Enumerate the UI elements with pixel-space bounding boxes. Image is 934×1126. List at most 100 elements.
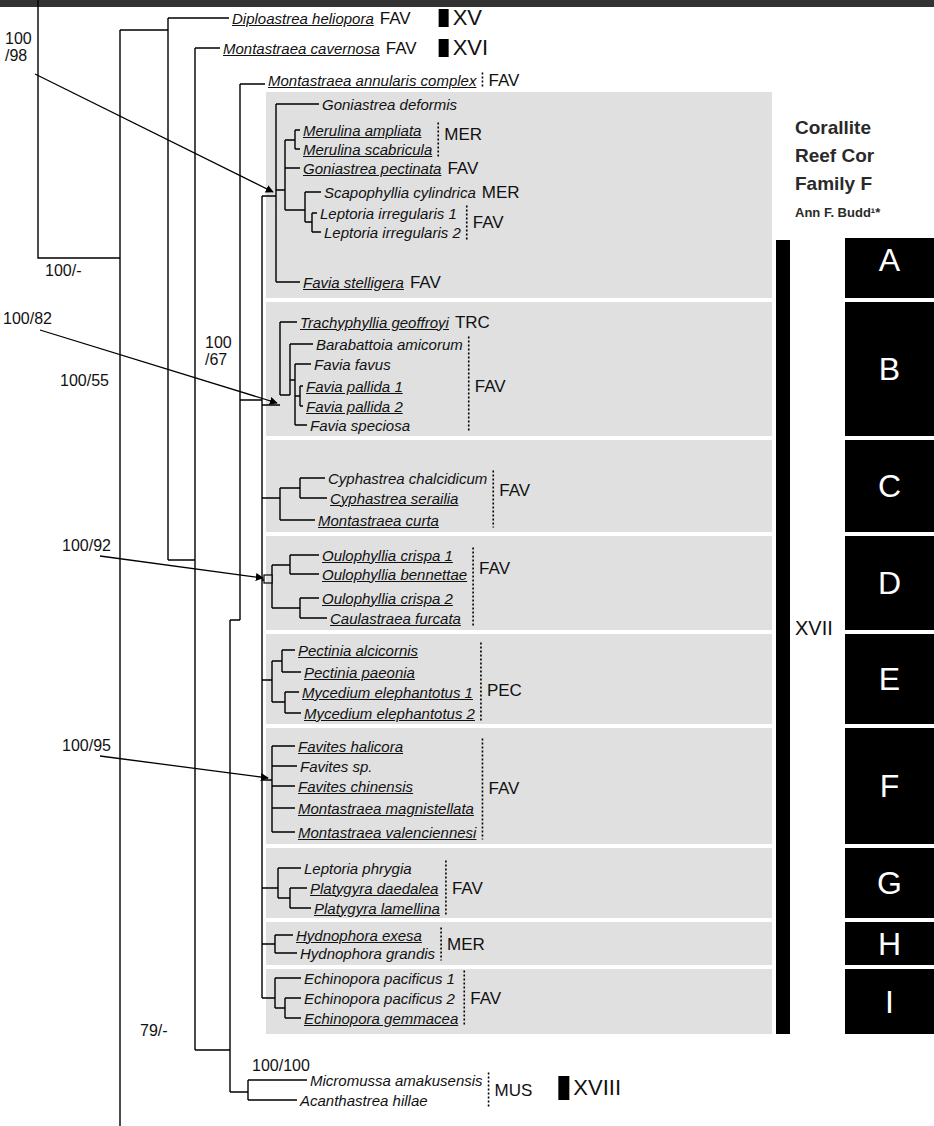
taxon-name: Goniastrea pectinata: [303, 160, 441, 177]
taxon-name: Echinopora pacificus 2: [304, 990, 455, 1007]
clade-band: Oulophyllia crispa 1 Oulophyllia bennetta…: [266, 536, 772, 630]
clade-square: [439, 39, 449, 57]
clade-letter: I: [885, 984, 894, 1020]
clade-letter-box: H: [845, 922, 934, 965]
family-code: FAV: [475, 378, 506, 395]
family-code: FAV: [380, 10, 411, 27]
taxon-name: Montastraea cavernosa: [223, 40, 380, 57]
title-fragment: Family F: [795, 173, 872, 195]
family-code: FAV: [499, 482, 530, 499]
family-code: FAV: [473, 214, 504, 231]
taxon-name: Caulastraea furcata: [330, 610, 461, 627]
clade-letter: C: [878, 468, 901, 504]
taxon-name: Favites sp.: [300, 758, 373, 775]
clade-letter-box: C: [845, 440, 934, 532]
clade-band: Hydnophora exesaMER Hydnophora grandis: [266, 922, 772, 965]
taxon-name: Cyphastrea chalcidicum: [328, 470, 487, 487]
family-code: MER: [444, 126, 482, 143]
clade-letter-box: F: [845, 728, 934, 844]
clade-band: Echinopora pacificus 1 Echinopora pacific…: [266, 969, 772, 1034]
clade-letter: A: [879, 242, 900, 278]
taxon-name: Cyphastrea serailia: [330, 490, 458, 507]
support-value: 100/100: [252, 1057, 310, 1074]
clade-numeral: XVIII: [573, 1076, 621, 1100]
support-arrows: [35, 74, 277, 778]
taxon-name: Montastraea curta: [318, 512, 439, 529]
taxon-name: Echinopora gemmacea: [304, 1010, 458, 1027]
taxon-name: Platygyra lamellina: [314, 900, 440, 917]
title-fragment: Corallite: [795, 117, 871, 139]
support-value: 100 /67: [205, 334, 239, 368]
clade-letter: E: [879, 661, 900, 697]
clade-numeral: XV: [453, 6, 482, 30]
family-code: FAV: [479, 560, 510, 577]
taxon-name: Hydnophora grandis: [300, 945, 435, 962]
taxon-name: Favia favus: [314, 356, 391, 373]
taxon-name: Micromussa amakusensis: [310, 1072, 483, 1089]
support-arrow: [35, 74, 273, 192]
clade-letter-box: B: [845, 302, 934, 436]
taxon-name: Favites halicora: [298, 738, 403, 755]
family-code: MER: [447, 936, 485, 953]
author-line: Ann F. Budd¹*: [795, 204, 880, 221]
support-arrow: [100, 756, 268, 778]
taxon-name: Echinopora pacificus 1: [304, 970, 455, 987]
taxon-name: Montastraea magnistellata: [298, 800, 474, 817]
family-code: FAV: [488, 72, 519, 89]
taxon-name: Scapophyllia cylindrica: [324, 184, 476, 201]
taxon-name: Hydnophora exesa: [296, 927, 422, 944]
family-code: FAV: [447, 160, 478, 177]
clade-letter-box: I: [845, 969, 934, 1034]
taxon-name: Platygyra daedalea: [310, 880, 438, 897]
clade-band: Goniastrea deformisMerulina ampliataMERM…: [266, 92, 772, 298]
clade-band: Trachyphyllia geoffroyi TRC Barabattoia am…: [266, 302, 772, 436]
clade-letter-box: A: [845, 238, 934, 298]
family-code: PEC: [487, 682, 522, 699]
taxon-name: Oulophyllia bennettae: [322, 566, 467, 583]
taxon-name: Mycedium elephantotus 2: [304, 705, 475, 722]
support-value: 100/82: [3, 310, 52, 327]
taxon-name: Barabattoia amicorum: [316, 336, 463, 353]
clade-letter: B: [879, 351, 900, 387]
taxon-name: Pectinia paeonia: [304, 664, 415, 681]
clade-letter-box: D: [845, 536, 934, 630]
taxon-name: Favites chinensis: [298, 778, 413, 795]
family-code: FAV: [386, 40, 417, 57]
clade-band: Cyphastrea chalcidicumFAV Cyphastrea sera…: [266, 440, 772, 532]
taxon-name: Merulina ampliata: [303, 122, 421, 139]
clade-numeral: XVI: [453, 36, 488, 60]
taxon-name: Leptoria irregularis 2: [324, 224, 461, 241]
clade-letter: G: [877, 865, 902, 901]
clade-band: Pectinia alcicornisPectinia paeoniaMyced…: [266, 634, 772, 724]
family-code: FAV: [470, 990, 501, 1007]
family-code: FAV: [452, 880, 483, 897]
title-fragment: Reef Cor: [795, 145, 874, 167]
family-code: MUS: [495, 1082, 533, 1099]
taxon-name: Favia pallida 1: [306, 378, 403, 395]
taxon-name: Oulophyllia crispa 2: [322, 590, 453, 607]
family-code: FAV: [488, 780, 519, 797]
clade-band: Favites halicoraFavites sp. Favites chine…: [266, 728, 772, 844]
taxon-name: Acanthastrea hillae: [300, 1092, 428, 1109]
taxon-name: Montastraea annularis complex: [268, 72, 476, 89]
support-value: 100/95: [62, 737, 111, 754]
support-value: 100/92: [62, 537, 111, 554]
clade-band: Leptoria phrygiaPlatygyra daedaleaFAVPla…: [266, 848, 772, 918]
taxon-name: Goniastrea deformis: [322, 96, 457, 113]
support-value: 100/55: [60, 372, 109, 389]
clade-letter: F: [880, 768, 900, 804]
clade-letter: D: [878, 565, 901, 601]
support-arrow: [40, 330, 277, 403]
family-code: FAV: [410, 274, 441, 291]
clade-letter-box: E: [845, 634, 934, 724]
taxon-name: Favia speciosa: [310, 417, 410, 434]
support-value: 100 /98: [5, 30, 39, 64]
taxon-name: Oulophyllia crispa 1: [322, 547, 453, 564]
clade-bar: [558, 1076, 569, 1100]
taxon-name: Trachyphyllia geoffroyi: [300, 314, 449, 331]
clade-letter-box: G: [845, 848, 934, 918]
taxon-name: Favia pallida 2: [306, 398, 403, 415]
family-code: TRC: [455, 314, 490, 331]
clade-bar: [776, 240, 790, 1034]
